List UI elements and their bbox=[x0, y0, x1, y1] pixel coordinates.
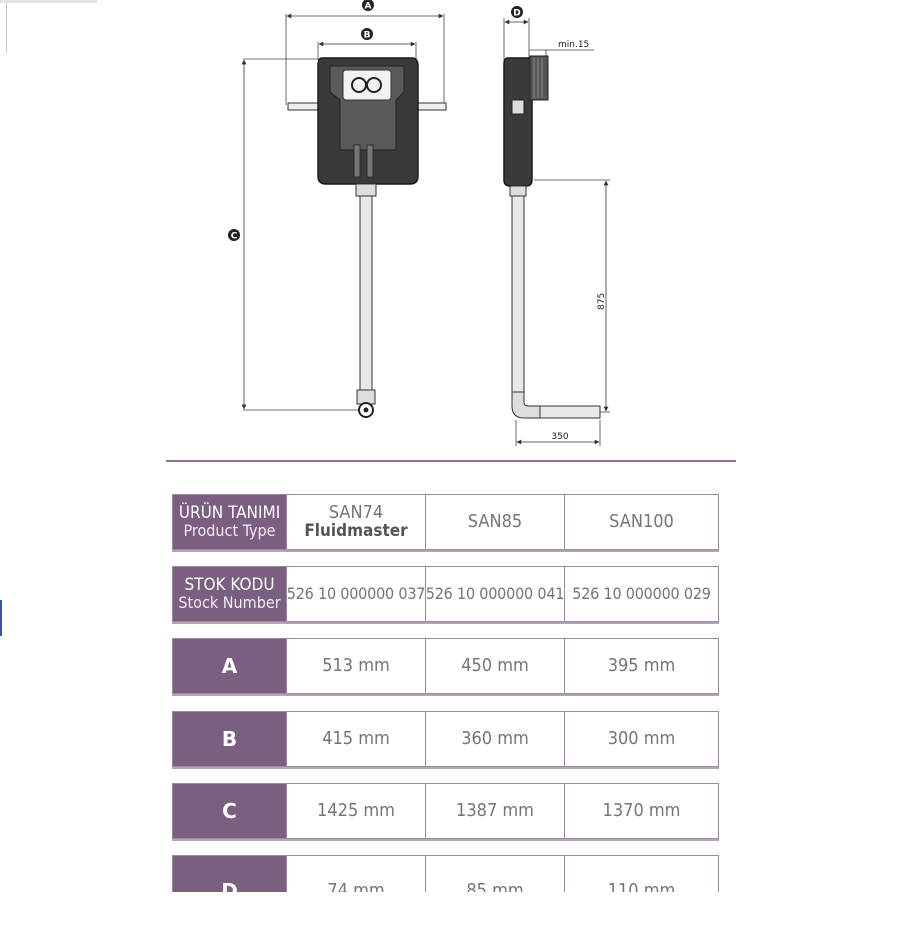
value-text: 395 mm bbox=[607, 654, 676, 676]
value-text: 1387 mm bbox=[456, 799, 534, 821]
label-en: Stock Number bbox=[178, 592, 281, 612]
cell-stock-san100: 526 10 000000 029 bbox=[564, 567, 718, 621]
label-en: Product Type bbox=[183, 520, 276, 540]
cell-value: 1370 mm bbox=[564, 784, 718, 838]
dim-c-letter: C bbox=[231, 232, 238, 242]
dim-a-badge bbox=[362, 0, 374, 11]
row-label: STOK KODU Stock Number bbox=[173, 567, 286, 621]
label-letter: A bbox=[221, 653, 238, 678]
model-name: SAN74 bbox=[328, 501, 384, 523]
cell-stock-san85: 526 10 000000 041 bbox=[425, 567, 564, 621]
front-view: A B C bbox=[228, 0, 447, 418]
model-name: SAN85 bbox=[467, 510, 523, 532]
side-view: D min.15 875 350 bbox=[503, 6, 610, 446]
row-label: A bbox=[173, 639, 286, 693]
value-text: 360 mm bbox=[461, 727, 529, 749]
cell-value: 395 mm bbox=[564, 639, 718, 693]
dim-min-label: min.15 bbox=[558, 40, 589, 50]
value-text: 415 mm bbox=[322, 727, 390, 749]
cell-value: 415 mm bbox=[286, 712, 425, 766]
spec-row-product-type: ÜRÜN TANIMI Product Type SAN74 Fluidmast… bbox=[172, 494, 719, 550]
cell-value: 1425 mm bbox=[286, 784, 425, 838]
dim-d-badge bbox=[511, 6, 523, 18]
cell-value: 450 mm bbox=[425, 639, 564, 693]
label-tr: STOK KODU bbox=[184, 574, 275, 595]
row-label: ÜRÜN TANIMI Product Type bbox=[173, 495, 286, 549]
dim-a-letter: A bbox=[365, 2, 372, 12]
stock-value: 526 10 000000 037 bbox=[286, 583, 426, 603]
cell-san100: SAN100 bbox=[564, 495, 718, 549]
dim-height-label: 875 bbox=[597, 293, 607, 310]
dim-width-label: 350 bbox=[551, 432, 568, 442]
cell-san74: SAN74 Fluidmaster bbox=[286, 495, 425, 549]
spec-row-b: B 415 mm 360 mm 300 mm bbox=[172, 711, 719, 767]
label-letter: C bbox=[222, 798, 237, 823]
label-tr: ÜRÜN TANIMI bbox=[178, 502, 281, 523]
stock-value: 526 10 000000 041 bbox=[425, 583, 565, 603]
value-text: 513 mm bbox=[322, 654, 390, 676]
dim-b-letter: B bbox=[364, 31, 371, 41]
dim-d-letter: D bbox=[513, 9, 520, 19]
value-text: 1370 mm bbox=[602, 799, 681, 821]
spec-row-c: C 1425 mm 1387 mm 1370 mm bbox=[172, 783, 719, 839]
cell-value: 513 mm bbox=[286, 639, 425, 693]
value-text: 1425 mm bbox=[317, 799, 395, 821]
spec-row-stock-number: STOK KODU Stock Number 526 10 000000 037… bbox=[172, 566, 719, 622]
row-label: C bbox=[173, 784, 286, 838]
page-edge-mark bbox=[0, 0, 97, 3]
cell-value: 1387 mm bbox=[425, 784, 564, 838]
cell-value: 360 mm bbox=[425, 712, 564, 766]
stock-value: 526 10 000000 029 bbox=[572, 583, 711, 603]
cell-san85: SAN85 bbox=[425, 495, 564, 549]
model-name: SAN100 bbox=[609, 510, 674, 532]
cell-stock-san74: 526 10 000000 037 bbox=[286, 567, 425, 621]
value-text: 300 mm bbox=[607, 727, 676, 749]
technical-drawing: A B C D bbox=[228, 0, 610, 446]
page-edge-line bbox=[6, 3, 7, 53]
page-edge-tab bbox=[0, 600, 2, 636]
spec-row-a: A 513 mm 450 mm 395 mm bbox=[172, 638, 719, 694]
page-crop-mask bbox=[160, 892, 760, 952]
value-text: 450 mm bbox=[461, 654, 529, 676]
row-label: B bbox=[173, 712, 286, 766]
dim-c-badge bbox=[228, 229, 240, 241]
label-letter: B bbox=[221, 726, 238, 751]
section-divider bbox=[166, 460, 736, 462]
cell-value: 300 mm bbox=[564, 712, 718, 766]
dim-b-badge bbox=[361, 28, 373, 40]
brand-name: Fluidmaster bbox=[304, 520, 408, 541]
